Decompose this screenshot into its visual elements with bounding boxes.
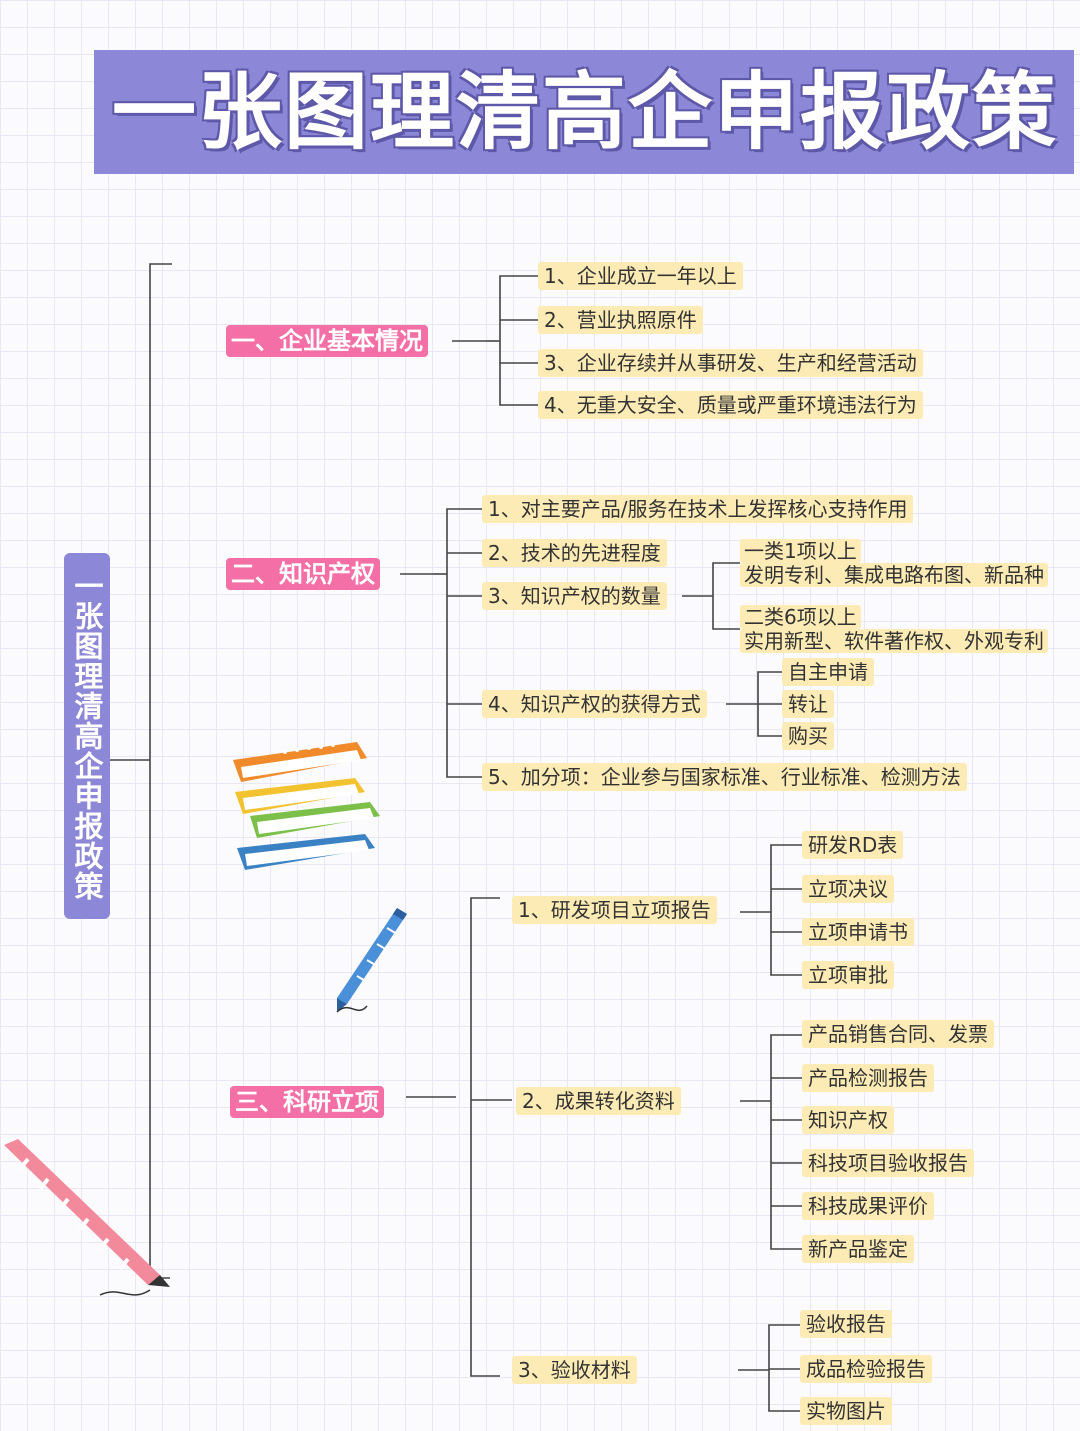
ip-type2-desc: 实用新型、软件著作权、外观专利 [740, 629, 1048, 653]
basic-info-item: 3、企业存续并从事研发、生产和经营活动 [538, 349, 923, 377]
report-doc: 立项审批 [802, 961, 894, 989]
basic-info-item: 4、无重大安全、质量或严重环境违法行为 [538, 391, 923, 419]
acceptance-doc: 成品检验报告 [800, 1355, 932, 1383]
ip-item: 4、知识产权的获得方式 [482, 690, 707, 718]
ip-item: 1、对主要产品/服务在技术上发挥核心支持作用 [482, 495, 914, 523]
transfer-doc: 产品检测报告 [802, 1064, 934, 1092]
title-banner [94, 50, 1074, 174]
transfer-doc: 科技项目验收报告 [802, 1149, 974, 1177]
ip-type1-desc: 发明专利、集成电路布图、新品种 [740, 563, 1048, 587]
ip-item: 3、知识产权的数量 [482, 582, 667, 610]
research-item: 2、成果转化资料 [516, 1087, 681, 1115]
research-item: 3、验收材料 [512, 1356, 637, 1384]
ip-method: 自主申请 [782, 658, 874, 686]
ip-method: 转让 [782, 690, 834, 718]
ip-type2-block: 二类6项以上 实用新型、软件著作权、外观专利 [740, 605, 1048, 653]
category-ip: 二、知识产权 [226, 558, 380, 590]
category-basic-info: 一、企业基本情况 [226, 325, 428, 357]
books-illustration [233, 742, 380, 870]
pink-pencil-illustration [4, 1139, 170, 1296]
ip-item: 2、技术的先进程度 [482, 539, 667, 567]
blue-pencil-illustration [336, 908, 407, 1013]
ip-type1-title: 一类1项以上 [740, 539, 861, 563]
acceptance-doc: 实物图片 [800, 1397, 892, 1425]
transfer-doc: 科技成果评价 [802, 1192, 934, 1220]
report-doc: 研发RD表 [802, 831, 904, 859]
report-doc: 立项申请书 [802, 918, 914, 946]
transfer-doc: 新产品鉴定 [802, 1235, 914, 1263]
research-item: 1、研发项目立项报告 [512, 896, 717, 924]
transfer-doc: 知识产权 [802, 1106, 894, 1134]
report-doc: 立项决议 [802, 875, 894, 903]
ip-type1-block: 一类1项以上 发明专利、集成电路布图、新品种 [740, 539, 1048, 587]
ip-type2-title: 二类6项以上 [740, 605, 861, 629]
ip-method: 购买 [782, 722, 834, 750]
acceptance-doc: 验收报告 [800, 1310, 892, 1338]
ip-item: 5、加分项：企业参与国家标准、行业标准、检测方法 [482, 763, 967, 791]
transfer-doc: 产品销售合同、发票 [802, 1020, 994, 1048]
basic-info-item: 2、营业执照原件 [538, 306, 703, 334]
page-title: 一张图理清高企申报政策 [111, 63, 1058, 161]
side-title: 一张图理清高企申报政策 [64, 553, 110, 919]
category-research-project: 三、科研立项 [230, 1086, 384, 1118]
basic-info-item: 1、企业成立一年以上 [538, 262, 743, 290]
